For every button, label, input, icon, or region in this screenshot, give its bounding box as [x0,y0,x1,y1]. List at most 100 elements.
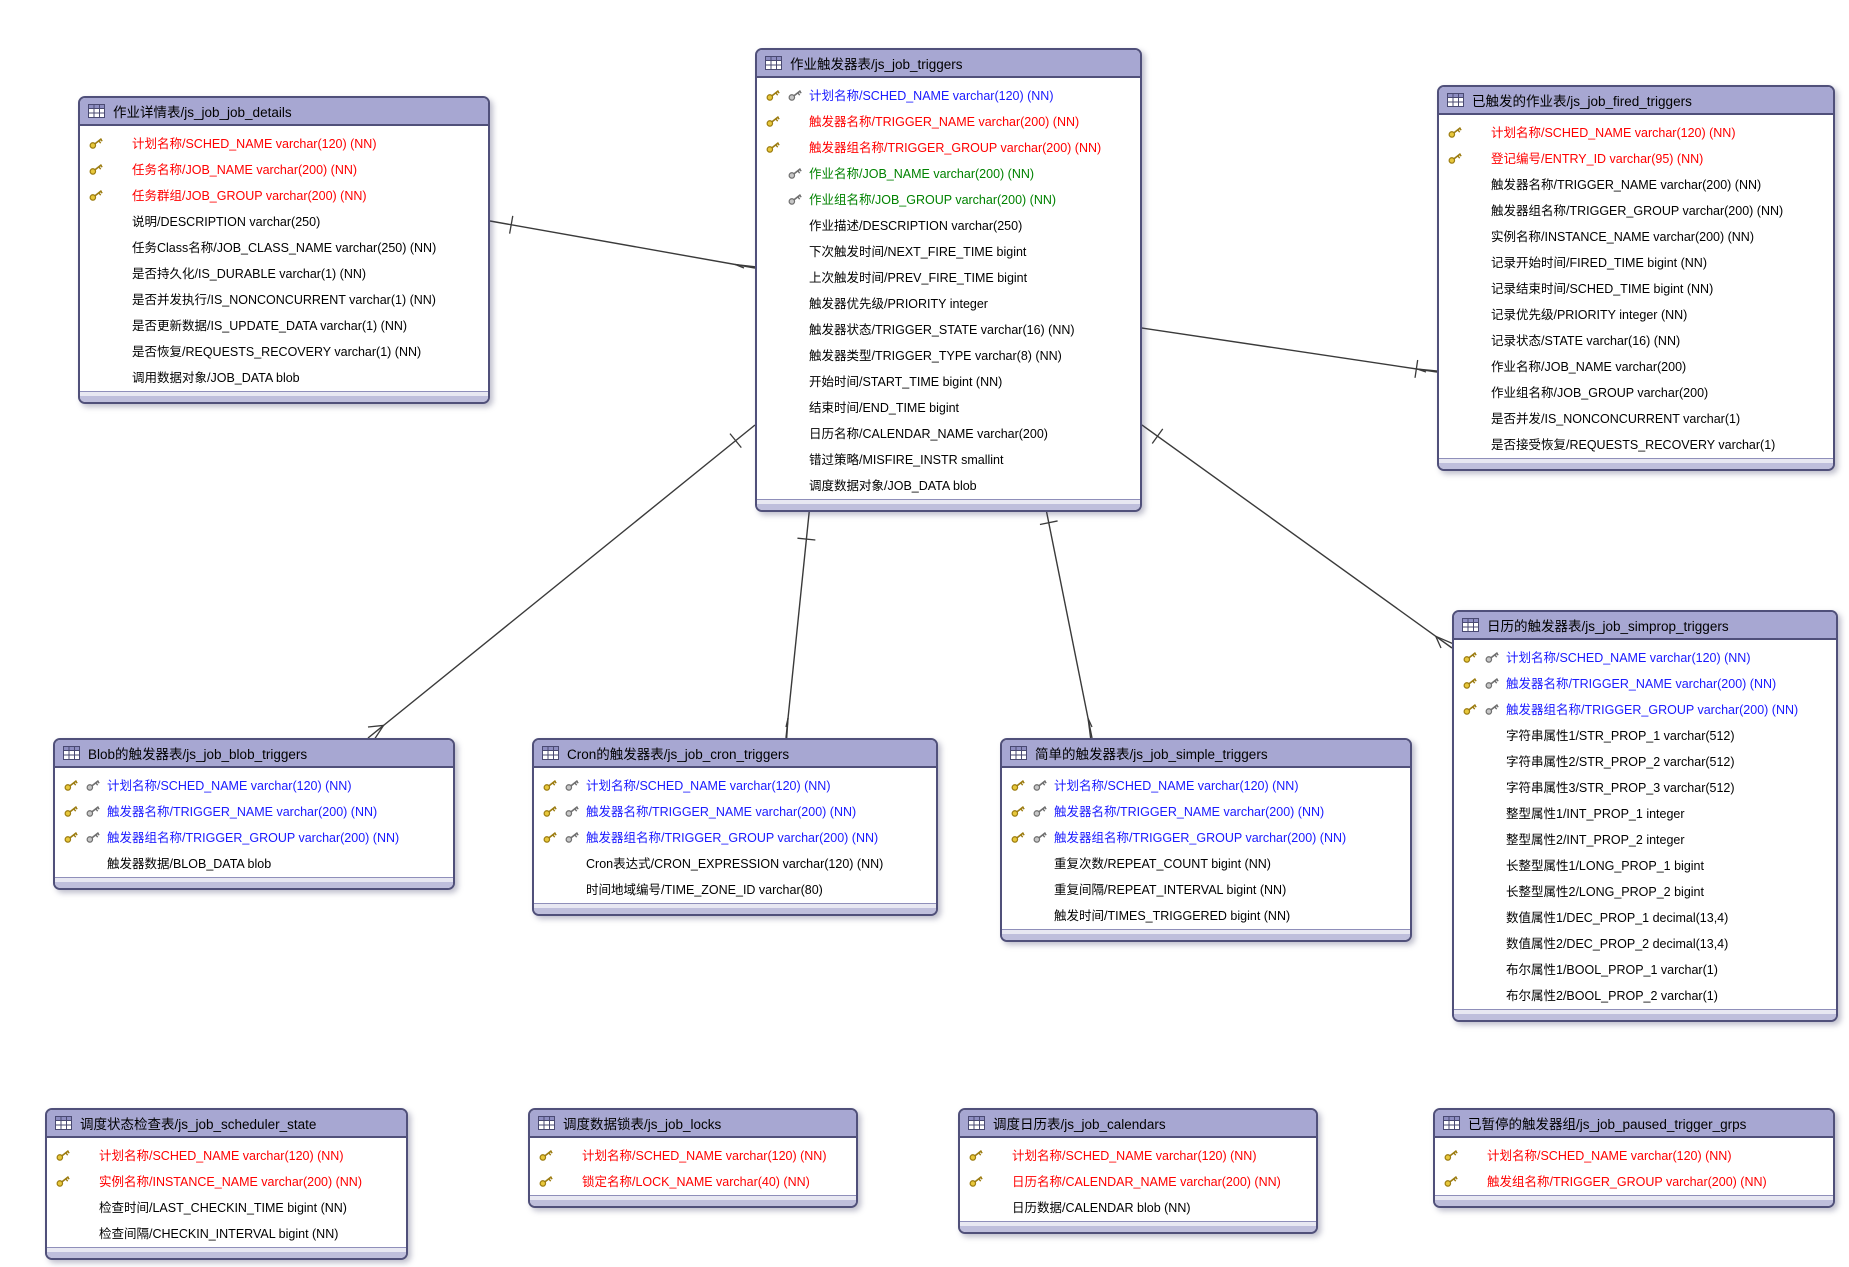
column-row[interactable]: 实例名称/INSTANCE_NAME varchar(200) (NN) [1439,222,1833,248]
column-row[interactable]: 检查间隔/CHECKIN_INTERVAL bigint (NN) [47,1219,406,1245]
column-row[interactable]: 任务名称/JOB_NAME varchar(200) (NN) [80,155,488,181]
relationship-line-triggers-to-simprop[interactable] [1141,424,1453,649]
table-header[interactable]: Cron的触发器表/js_job_cron_triggers [534,740,936,768]
column-row[interactable]: 调用数据对象/JOB_DATA blob [80,363,488,389]
column-row[interactable]: 登记编号/ENTRY_ID varchar(95) (NN) [1439,144,1833,170]
column-row[interactable]: 是否接受恢复/REQUESTS_RECOVERY varchar(1) [1439,430,1833,456]
table-header[interactable]: 简单的触发器表/js_job_simple_triggers [1002,740,1410,768]
table-js_job_locks[interactable]: 调度数据锁表/js_job_locks 计划名称/SCHED_NAME varc… [528,1108,858,1208]
column-row[interactable]: 计划名称/SCHED_NAME varchar(120) (NN) [1435,1141,1833,1167]
column-row[interactable]: 说明/DESCRIPTION varchar(250) [80,207,488,233]
column-row[interactable]: 整型属性1/INT_PROP_1 integer [1454,799,1836,825]
relationship-line-triggers-to-blob[interactable] [367,424,756,739]
column-row[interactable]: 日历数据/CALENDAR blob (NN) [960,1193,1316,1219]
column-row[interactable]: 触发器组名称/TRIGGER_GROUP varchar(200) (NN) [757,133,1140,159]
column-row[interactable]: 日历名称/CALENDAR_NAME varchar(200) (NN) [960,1167,1316,1193]
column-row[interactable]: 记录开始时间/FIRED_TIME bigint (NN) [1439,248,1833,274]
table-js_job_paused_trigger_grps[interactable]: 已暂停的触发器组/js_job_paused_trigger_grps 计划名称… [1433,1108,1835,1208]
column-row[interactable]: 作业组名称/JOB_GROUP varchar(200) (NN) [757,185,1140,211]
table-header[interactable]: 调度状态检查表/js_job_scheduler_state [47,1110,406,1138]
table-header[interactable]: 已触发的作业表/js_job_fired_triggers [1439,87,1833,115]
column-row[interactable]: 是否持久化/IS_DURABLE varchar(1) (NN) [80,259,488,285]
column-row[interactable]: 作业组名称/JOB_GROUP varchar(200) [1439,378,1833,404]
column-row[interactable]: 触发时间/TIMES_TRIGGERED bigint (NN) [1002,901,1410,927]
relationship-line-job_details-to-triggers[interactable] [489,220,756,269]
column-row[interactable]: 触发器名称/TRIGGER_NAME varchar(200) (NN) [55,797,453,823]
column-row[interactable]: 记录优先级/PRIORITY integer (NN) [1439,300,1833,326]
column-row[interactable]: 记录状态/STATE varchar(16) (NN) [1439,326,1833,352]
column-row[interactable]: 日历名称/CALENDAR_NAME varchar(200) [757,419,1140,445]
column-row[interactable]: 触发器组名称/TRIGGER_GROUP varchar(200) (NN) [1439,196,1833,222]
relationship-line-triggers-to-simple[interactable] [1044,503,1093,739]
column-row[interactable]: 整型属性2/INT_PROP_2 integer [1454,825,1836,851]
column-row[interactable]: 上次触发时间/PREV_FIRE_TIME bigint [757,263,1140,289]
table-header[interactable]: 作业触发器表/js_job_triggers [757,50,1140,78]
column-row[interactable]: 计划名称/SCHED_NAME varchar(120) (NN) [47,1141,406,1167]
column-row[interactable]: 检查时间/LAST_CHECKIN_TIME bigint (NN) [47,1193,406,1219]
table-js_job_simprop_triggers[interactable]: 日历的触发器表/js_job_simprop_triggers 计划名称/SCH… [1452,610,1838,1022]
column-row[interactable]: 计划名称/SCHED_NAME varchar(120) (NN) [80,129,488,155]
table-header[interactable]: 作业详情表/js_job_job_details [80,98,488,126]
column-row[interactable]: 作业名称/JOB_NAME varchar(200) (NN) [757,159,1140,185]
table-js_job_cron_triggers[interactable]: Cron的触发器表/js_job_cron_triggers 计划名称/SCHE… [532,738,938,916]
table-header[interactable]: Blob的触发器表/js_job_blob_triggers [55,740,453,768]
column-row[interactable]: 触发器名称/TRIGGER_NAME varchar(200) (NN) [1439,170,1833,196]
column-row[interactable]: 记录结束时间/SCHED_TIME bigint (NN) [1439,274,1833,300]
table-header[interactable]: 调度日历表/js_job_calendars [960,1110,1316,1138]
column-row[interactable]: 数值属性2/DEC_PROP_2 decimal(13,4) [1454,929,1836,955]
column-row[interactable]: 计划名称/SCHED_NAME varchar(120) (NN) [960,1141,1316,1167]
column-row[interactable]: 长整型属性1/LONG_PROP_1 bigint [1454,851,1836,877]
table-js_job_calendars[interactable]: 调度日历表/js_job_calendars 计划名称/SCHED_NAME v… [958,1108,1318,1234]
column-row[interactable]: 是否并发执行/IS_NONCONCURRENT varchar(1) (NN) [80,285,488,311]
table-header[interactable]: 已暂停的触发器组/js_job_paused_trigger_grps [1435,1110,1833,1138]
column-row[interactable]: 布尔属性2/BOOL_PROP_2 varchar(1) [1454,981,1836,1007]
column-row[interactable]: 触发器名称/TRIGGER_NAME varchar(200) (NN) [534,797,936,823]
column-row[interactable]: 重复次数/REPEAT_COUNT bigint (NN) [1002,849,1410,875]
column-row[interactable]: 调度数据对象/JOB_DATA blob [757,471,1140,497]
table-js_job_triggers[interactable]: 作业触发器表/js_job_triggers 计划名称/SCHED_NAME v… [755,48,1142,512]
column-row[interactable]: 触发器数据/BLOB_DATA blob [55,849,453,875]
column-row[interactable]: 触发组名称/TRIGGER_GROUP varchar(200) (NN) [1435,1167,1833,1193]
table-js_job_scheduler_state[interactable]: 调度状态检查表/js_job_scheduler_state 计划名称/SCHE… [45,1108,408,1260]
column-row[interactable]: 结束时间/END_TIME bigint [757,393,1140,419]
column-row[interactable]: 实例名称/INSTANCE_NAME varchar(200) (NN) [47,1167,406,1193]
column-row[interactable]: 是否恢复/REQUESTS_RECOVERY varchar(1) (NN) [80,337,488,363]
table-header[interactable]: 日历的触发器表/js_job_simprop_triggers [1454,612,1836,640]
column-row[interactable]: 计划名称/SCHED_NAME varchar(120) (NN) [757,81,1140,107]
column-row[interactable]: 触发器组名称/TRIGGER_GROUP varchar(200) (NN) [1002,823,1410,849]
column-row[interactable]: 触发器状态/TRIGGER_STATE varchar(16) (NN) [757,315,1140,341]
column-row[interactable]: 开始时间/START_TIME bigint (NN) [757,367,1140,393]
column-row[interactable]: 触发器优先级/PRIORITY integer [757,289,1140,315]
column-row[interactable]: 数值属性1/DEC_PROP_1 decimal(13,4) [1454,903,1836,929]
table-js_job_fired_triggers[interactable]: 已触发的作业表/js_job_fired_triggers 计划名称/SCHED… [1437,85,1835,471]
column-row[interactable]: 长整型属性2/LONG_PROP_2 bigint [1454,877,1836,903]
table-js_job_blob_triggers[interactable]: Blob的触发器表/js_job_blob_triggers 计划名称/SCHE… [53,738,455,890]
column-row[interactable]: 任务群组/JOB_GROUP varchar(200) (NN) [80,181,488,207]
column-row[interactable]: 布尔属性1/BOOL_PROP_1 varchar(1) [1454,955,1836,981]
column-row[interactable]: 字符串属性2/STR_PROP_2 varchar(512) [1454,747,1836,773]
column-row[interactable]: 是否更新数据/IS_UPDATE_DATA varchar(1) (NN) [80,311,488,337]
column-row[interactable]: 是否并发/IS_NONCONCURRENT varchar(1) [1439,404,1833,430]
column-row[interactable]: Cron表达式/CRON_EXPRESSION varchar(120) (NN… [534,849,936,875]
column-row[interactable]: 重复间隔/REPEAT_INTERVAL bigint (NN) [1002,875,1410,901]
column-row[interactable]: 触发器名称/TRIGGER_NAME varchar(200) (NN) [1002,797,1410,823]
column-row[interactable]: 触发器类型/TRIGGER_TYPE varchar(8) (NN) [757,341,1140,367]
column-row[interactable]: 计划名称/SCHED_NAME varchar(120) (NN) [1439,118,1833,144]
column-row[interactable]: 触发器名称/TRIGGER_NAME varchar(200) (NN) [757,107,1140,133]
column-row[interactable]: 作业名称/JOB_NAME varchar(200) [1439,352,1833,378]
column-row[interactable]: 字符串属性3/STR_PROP_3 varchar(512) [1454,773,1836,799]
table-js_job_job_details[interactable]: 作业详情表/js_job_job_details 计划名称/SCHED_NAME… [78,96,490,404]
column-row[interactable]: 字符串属性1/STR_PROP_1 varchar(512) [1454,721,1836,747]
column-row[interactable]: 触发器组名称/TRIGGER_GROUP varchar(200) (NN) [1454,695,1836,721]
column-row[interactable]: 触发器组名称/TRIGGER_GROUP varchar(200) (NN) [534,823,936,849]
column-row[interactable]: 作业描述/DESCRIPTION varchar(250) [757,211,1140,237]
table-js_job_simple_triggers[interactable]: 简单的触发器表/js_job_simple_triggers 计划名称/SCHE… [1000,738,1412,942]
column-row[interactable]: 下次触发时间/NEXT_FIRE_TIME bigint [757,237,1140,263]
relationship-line-triggers-to-fired[interactable] [1141,327,1438,373]
column-row[interactable]: 触发器名称/TRIGGER_NAME varchar(200) (NN) [1454,669,1836,695]
column-row[interactable]: 计划名称/SCHED_NAME varchar(120) (NN) [534,771,936,797]
relationship-line-triggers-to-cron[interactable] [785,503,811,739]
column-row[interactable]: 锁定名称/LOCK_NAME varchar(40) (NN) [530,1167,856,1193]
table-header[interactable]: 调度数据锁表/js_job_locks [530,1110,856,1138]
column-row[interactable]: 时间地域编号/TIME_ZONE_ID varchar(80) [534,875,936,901]
